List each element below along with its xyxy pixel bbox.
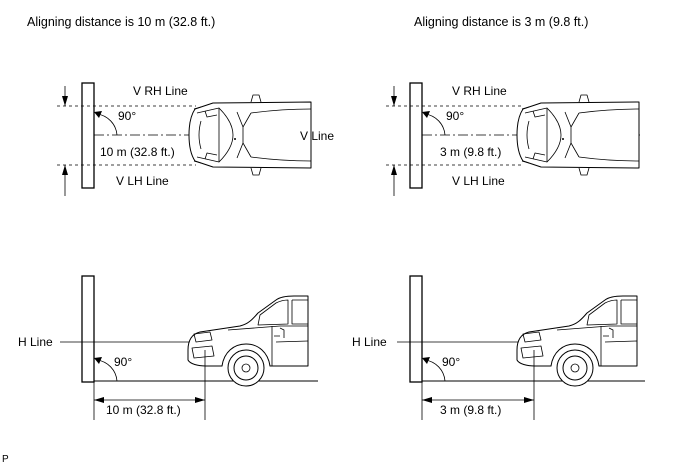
h-line-label: H Line — [352, 335, 387, 349]
v-lh-line-label: V LH Line — [116, 174, 169, 188]
side-view-10m: H Line 90° 10 m (32.8 ft.) — [18, 275, 318, 420]
v-line-label: V Line — [300, 129, 334, 143]
top-view-10m: V RH Line 90° 10 m (32.8 ft.) V LH Line … — [57, 82, 334, 196]
car-side-icon — [187, 295, 309, 387]
screen-wall — [409, 275, 423, 383]
screen-wall — [409, 82, 423, 189]
car-side-icon — [516, 295, 638, 387]
v-rh-line-label: V RH Line — [133, 84, 188, 98]
distance-label: 10 m (32.8 ft.) — [106, 403, 181, 417]
angle-label: 90° — [114, 355, 132, 369]
distance-label: 3 m (9.8 ft.) — [440, 145, 501, 159]
angle-label: 90° — [442, 355, 460, 369]
v-lh-line-label: V LH Line — [452, 174, 505, 188]
title-10m: Aligning distance is 10 m (32.8 ft.) — [27, 15, 215, 29]
car-top-icon — [516, 94, 640, 176]
h-line-label: H Line — [18, 335, 53, 349]
top-view-3m: V RH Line 90° 3 m (9.8 ft.) V LH Line — [386, 82, 640, 196]
screen-wall — [81, 82, 95, 189]
screen-wall — [81, 275, 95, 383]
side-view-3m: H Line 90° 3 m (9.8 ft.) — [352, 275, 645, 420]
title-3m: Aligning distance is 3 m (9.8 ft.) — [414, 15, 588, 29]
figure-code: P — [2, 454, 9, 465]
distance-label: 10 m (32.8 ft.) — [100, 145, 175, 159]
car-top-icon — [188, 94, 312, 176]
v-rh-line-label: V RH Line — [452, 84, 507, 98]
angle-label: 90° — [446, 109, 464, 123]
angle-label: 90° — [118, 109, 136, 123]
distance-label: 3 m (9.8 ft.) — [440, 403, 501, 417]
